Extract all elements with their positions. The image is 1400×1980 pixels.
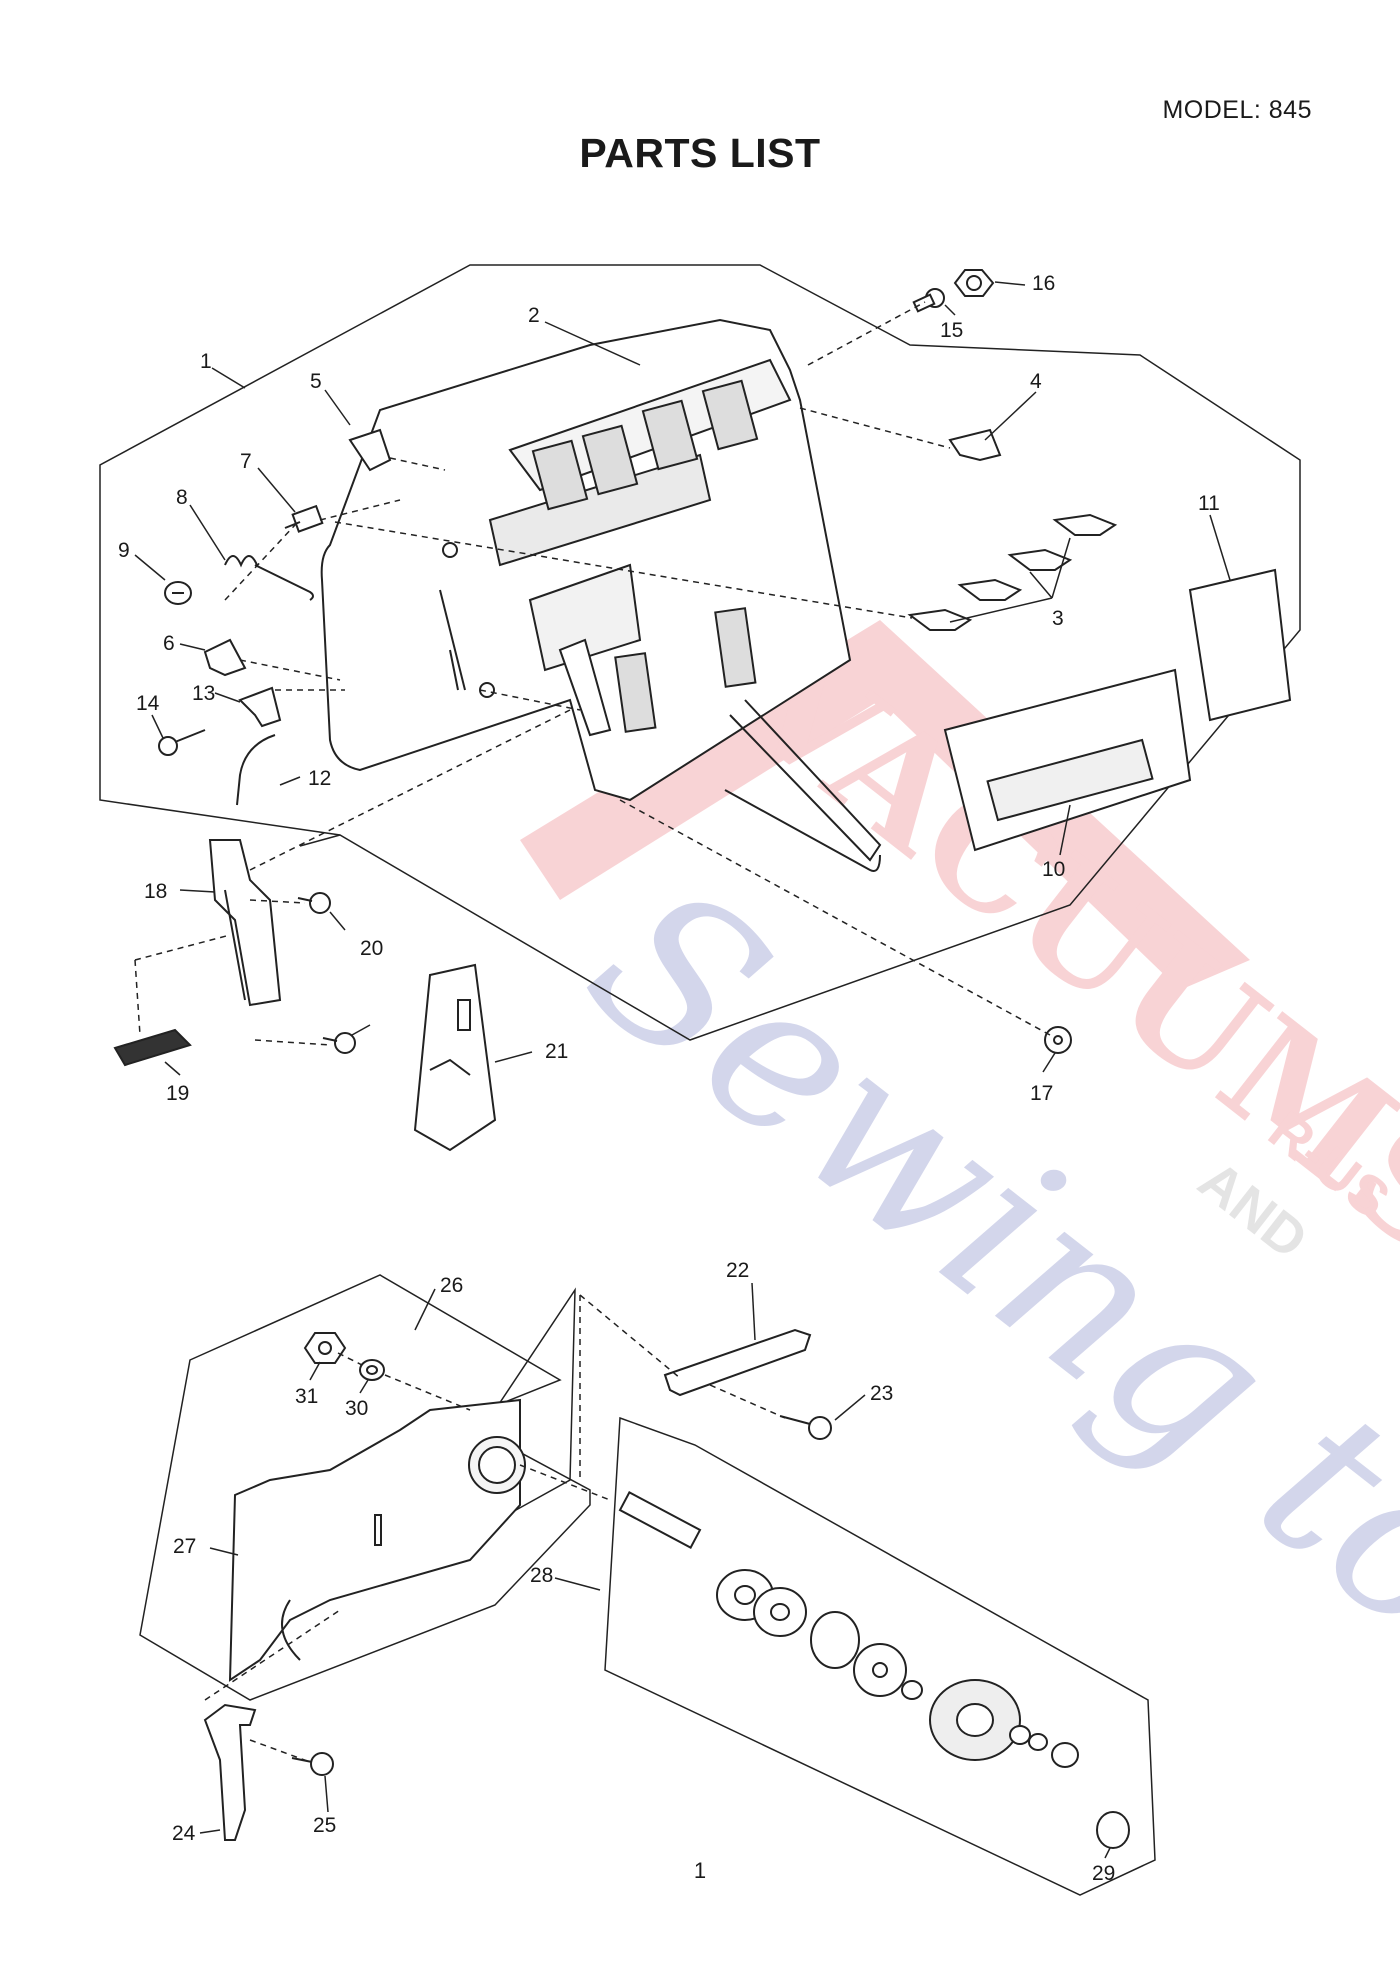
- part-21-cover: [413, 963, 497, 1152]
- part-10-label-strip: [943, 668, 1192, 852]
- part-2-front-cover: [320, 318, 882, 872]
- callout-10: 10: [1042, 858, 1065, 881]
- callout-27: 27: [173, 1535, 196, 1558]
- callout-16: 16: [1032, 272, 1055, 295]
- callout-4: 4: [1030, 370, 1042, 393]
- group-outline-26: [139, 1274, 591, 1701]
- part-11-label: [1188, 568, 1292, 722]
- part-30-washer: [359, 1359, 385, 1381]
- callout-12: 12: [308, 767, 331, 790]
- part-4-bracket: [948, 428, 1002, 462]
- part-28-tension-assembly: [618, 1491, 1079, 1768]
- callout-2: 2: [528, 304, 540, 327]
- callout-23: 23: [870, 1382, 893, 1405]
- callout-22: 22: [726, 1259, 749, 1282]
- part-20-screw-upper: [297, 892, 331, 914]
- part-20-screw-lower: [322, 1032, 356, 1054]
- callout-18: 18: [144, 880, 167, 903]
- callout-6: 6: [163, 632, 175, 655]
- part-12-wire: [236, 734, 276, 806]
- part-18-bracket: [208, 839, 282, 1007]
- page-number: 1: [693, 1858, 707, 1883]
- callout-26: 26: [440, 1274, 463, 1297]
- dashed-connectors: [134, 301, 1051, 1763]
- callout-31: 31: [295, 1385, 318, 1408]
- callout-15: 15: [940, 319, 963, 342]
- callout-13: 13: [192, 682, 215, 705]
- part-23-screw: [779, 1415, 832, 1440]
- callout-3: 3: [1052, 607, 1064, 630]
- callout-17: 17: [1030, 1082, 1053, 1105]
- part-6-plate: [203, 638, 247, 677]
- part-14-screw: [158, 729, 206, 756]
- part-27-plate: [228, 1398, 526, 1682]
- callout-5: 5: [310, 370, 322, 393]
- part-29-cap: [1096, 1811, 1130, 1849]
- group-outline-28: [604, 1416, 1156, 1896]
- callout-numbers: 1 2 3 4 5 6 7 8 9 10 11 12 13 14 15 16 1…: [118, 272, 1220, 1885]
- callout-11: 11: [1198, 492, 1220, 515]
- callout-29: 29: [1092, 1862, 1115, 1885]
- watermark-roof: [520, 620, 1250, 990]
- callout-19: 19: [166, 1082, 189, 1105]
- part-25-screw: [291, 1752, 334, 1776]
- group-outline-18-19: [299, 834, 341, 847]
- part-19-plate: [113, 1028, 192, 1067]
- part-13-switch: [238, 686, 282, 728]
- model-number: MODEL: 845: [1162, 96, 1312, 124]
- callout-20: 20: [360, 937, 383, 960]
- callout-30: 30: [345, 1397, 368, 1420]
- callout-9: 9: [118, 539, 130, 562]
- callout-1: 1: [200, 350, 212, 373]
- callout-21: 21: [545, 1040, 568, 1063]
- part-3-levers: [907, 513, 1118, 631]
- part-31-nut: [303, 1332, 347, 1364]
- part-15-screw: [912, 288, 945, 313]
- part-24-lever: [203, 1703, 257, 1841]
- part-16-nut: [953, 269, 995, 297]
- callout-24: 24: [172, 1822, 196, 1845]
- part-9-washer: [164, 581, 192, 605]
- callout-14: 14: [136, 692, 160, 715]
- callout-7: 7: [240, 450, 252, 473]
- part-8-spring: [224, 555, 314, 601]
- part-22-bracket: [663, 1328, 812, 1397]
- callout-28: 28: [530, 1564, 553, 1587]
- part-17-screw: [1044, 1026, 1072, 1054]
- part-7-stud: [284, 504, 324, 533]
- callout-25: 25: [313, 1814, 336, 1837]
- callout-8: 8: [176, 486, 188, 509]
- leader-lines: [134, 281, 1231, 1859]
- part-5-clip: [348, 428, 392, 472]
- page-title: PARTS LIST: [579, 130, 821, 176]
